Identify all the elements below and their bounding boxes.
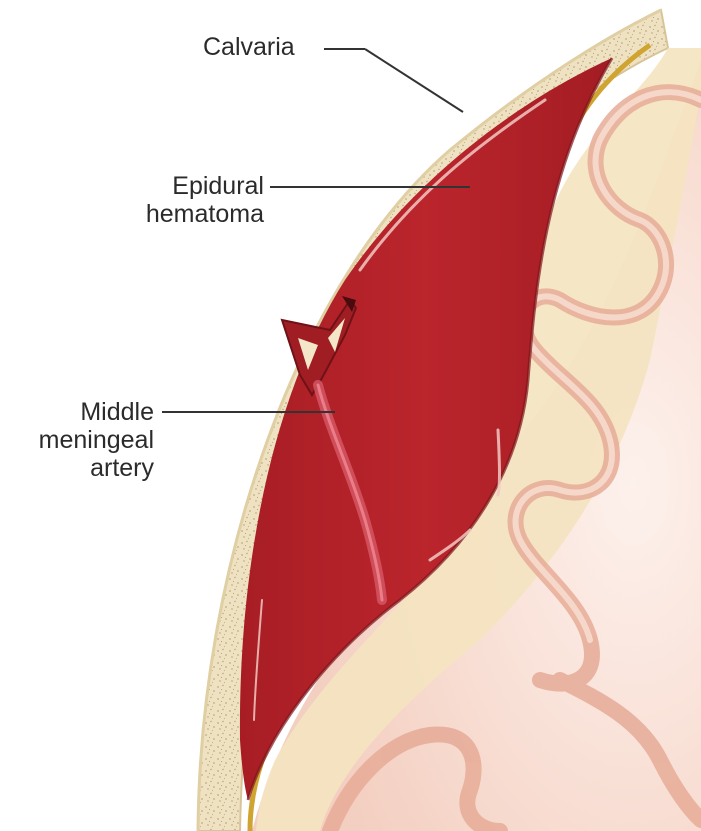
epidural-hematoma-label-line1: Epidural: [118, 172, 264, 200]
mma-label-line2: meningeal: [10, 426, 154, 454]
epidural-hematoma-label-line2: hematoma: [118, 200, 264, 228]
mma-label-line3: artery: [10, 454, 154, 482]
epidural-hematoma-label: Epidural hematoma: [118, 172, 264, 228]
mma-label-line1: Middle: [10, 398, 154, 426]
calvaria-label: Calvaria: [203, 33, 295, 61]
middle-meningeal-artery-label: Middle meningeal artery: [10, 398, 154, 482]
